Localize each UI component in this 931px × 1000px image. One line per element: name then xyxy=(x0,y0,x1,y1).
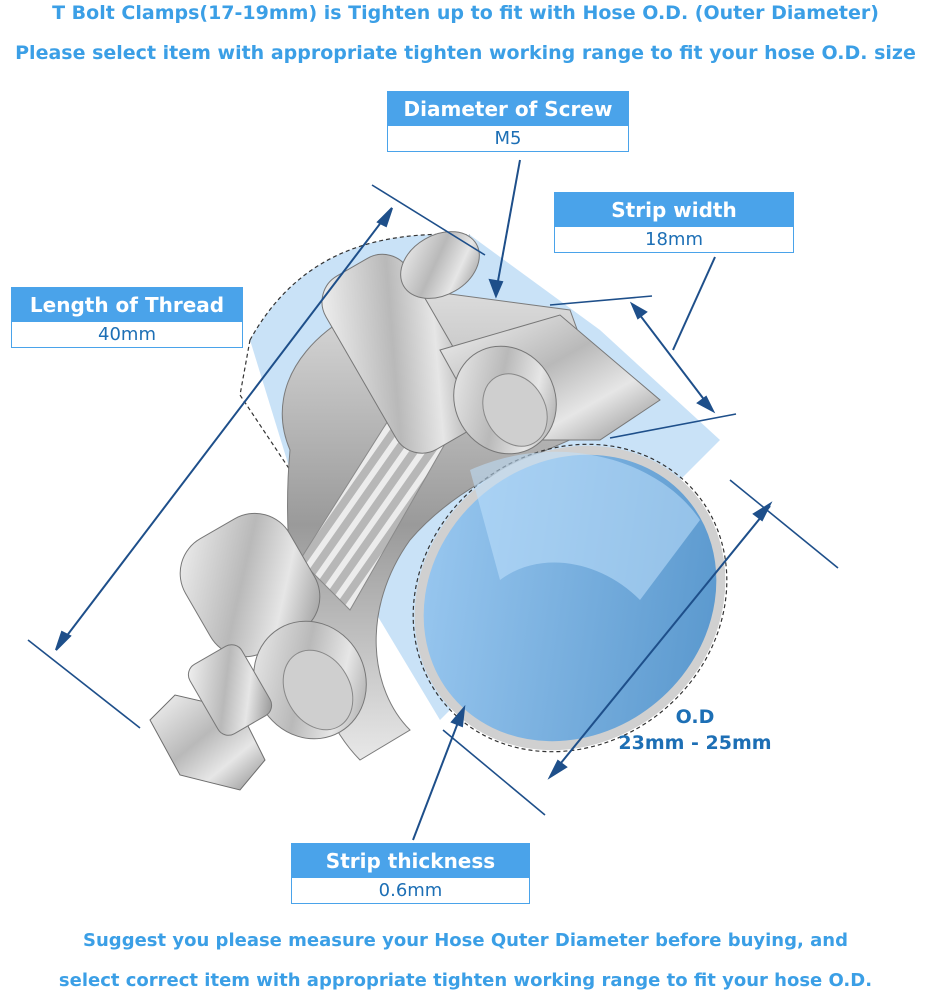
od-label-block: O.D 23mm - 25mm xyxy=(610,704,780,756)
header-line-2: Please select item with appropriate tigh… xyxy=(15,42,916,64)
thread-dimension xyxy=(27,184,486,729)
spec-label: Strip width xyxy=(555,193,793,227)
od-dimension xyxy=(442,479,839,816)
strip-thickness-dimension xyxy=(412,704,466,841)
spec-label: Strip thickness xyxy=(292,844,529,878)
header-line-1: T Bolt Clamps(17-19mm) is Tighten up to … xyxy=(52,2,879,24)
footer-line-2: select correct item with appropriate tig… xyxy=(58,970,873,991)
spec-value: M5 xyxy=(494,128,522,149)
spec-strip-width: Strip width 18mm xyxy=(554,192,794,253)
spec-label: Length of Thread xyxy=(12,288,242,322)
spec-value: 0.6mm xyxy=(378,880,443,901)
spec-diameter-of-screw: Diameter of Screw M5 xyxy=(387,91,629,152)
spec-label: Diameter of Screw xyxy=(388,92,628,126)
spec-strip-thickness: Strip thickness 0.6mm xyxy=(291,843,530,904)
spec-value: 18mm xyxy=(645,229,703,250)
footer-line-1: Suggest you please measure your Hose Qut… xyxy=(83,930,848,951)
strip-width-dimension xyxy=(549,256,737,439)
spec-length-of-thread: Length of Thread 40mm xyxy=(11,287,243,348)
od-value: 23mm - 25mm xyxy=(618,732,772,754)
spec-value: 40mm xyxy=(98,324,156,345)
screw-dimension xyxy=(488,159,521,299)
od-label: O.D xyxy=(675,706,715,728)
